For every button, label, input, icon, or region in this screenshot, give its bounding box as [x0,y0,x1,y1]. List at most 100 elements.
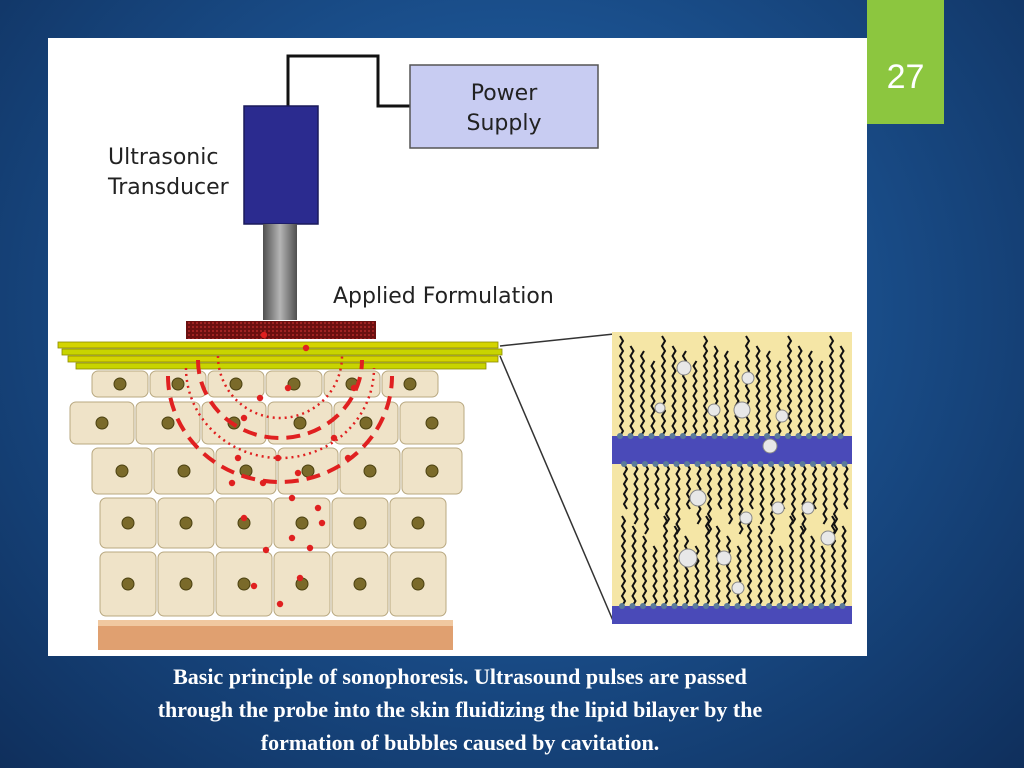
lipid-head [713,603,720,609]
lipid-head [785,433,791,439]
cell-nucleus [115,464,129,478]
lipid-head [755,603,762,609]
drug-particle [262,546,270,554]
cavitation-bubble [731,581,745,595]
lipid-tail [738,463,744,535]
lipid-head [829,603,835,609]
lipid-tail [662,515,669,607]
lipid-tail [618,335,625,437]
drug-particle [260,331,268,339]
protein-band-bottom [612,606,852,624]
cell-nucleus [425,416,439,430]
applied-formulation-label: Applied Formulation [333,284,554,309]
drug-particle [288,534,296,542]
drug-particle [228,479,236,487]
lipid-head [680,433,686,439]
lipid-head [650,603,657,609]
cell-nucleus [237,577,251,591]
cavitation-bubble [676,360,692,376]
drug-particle [288,494,296,502]
cell-nucleus [229,377,243,391]
lipid-head [648,433,655,439]
lipid-tail [776,360,782,437]
lipid-head [787,603,793,609]
lipid-tail [748,463,755,510]
cell-nucleus [121,516,135,530]
lipid-head [778,461,785,467]
lipid-tail [767,535,774,607]
lipid-tail [759,463,765,525]
lipid-head [619,603,625,609]
lipid-head [818,603,825,609]
drug-particle [294,469,302,477]
lipid-head [747,461,753,467]
lipid-tail [765,350,772,437]
lipid-tail [830,515,837,607]
lipid-head [841,461,848,467]
lipid-tail [683,535,690,607]
cavitation-bubble [820,530,836,546]
lipid-tail [713,345,719,437]
power-supply-box [409,64,599,149]
lipid-head [827,433,833,439]
lipid-head [839,603,846,609]
lipid-tail [809,535,816,607]
lipid-head [795,433,802,439]
lipid-tail [757,525,763,607]
lipid-bilayer-inset [612,332,852,624]
lipid-head [753,433,760,439]
sonophoresis-diagram: Power Supply Ultrasonic Transducer Appli… [57,54,852,650]
lipid-tail [727,463,734,525]
lipid-head [694,461,701,467]
power-supply-label-line1: Power [471,81,538,106]
cavitation-bubble [771,501,785,515]
lipid-head [766,603,772,609]
lipid-tail [828,335,835,437]
lipid-head [732,433,739,439]
lipid-tail [704,515,711,607]
lipid-tail [652,545,658,607]
lipid-head [774,433,781,439]
lipid-tail [822,463,828,525]
lipid-head [617,433,623,439]
lipid-head [711,433,718,439]
lipid-tail [755,345,761,437]
cavitation-bubble [762,438,778,454]
lipid-head [701,433,707,439]
lipid-head [768,461,774,467]
lipid-tail [639,350,646,437]
lipid-head [682,603,688,609]
lipid-tail [736,545,742,607]
lipid-head [757,461,764,467]
drug-particle [284,384,292,392]
lipid-tail [673,525,679,607]
lipid-tail [797,345,803,437]
figure-caption: Basic principle of sonophoresis. Ultraso… [60,660,860,759]
cell-nucleus [411,516,425,530]
caption-line-3: formation of bubbles caused by cavitatio… [260,730,660,755]
power-cable [286,54,412,110]
lipid-tail [622,463,629,510]
lipid-head [715,461,722,467]
lipid-head [776,603,783,609]
lipid-tail [725,535,732,607]
drug-particle [234,454,242,462]
lipid-tail [675,463,681,535]
cell-nucleus [295,516,309,530]
lipid-head [703,603,709,609]
lipid-head [673,461,680,467]
lipid-head [810,461,816,467]
cell-nucleus [411,577,425,591]
caption-line-1: Basic principle of sonophoresis. Ultraso… [173,664,747,689]
zoom-line-bottom [499,355,615,624]
protein-band-top [612,436,852,464]
lipid-tail [780,463,786,510]
cavitation-bubble [689,489,707,507]
lipid-tail [811,463,818,510]
lipid-head [671,603,678,609]
lipid-tail [664,463,671,525]
lipid-head [705,461,711,467]
transducer-label-line2: Transducer [107,175,230,200]
cavitation-bubble [739,511,753,525]
lipid-tail [620,515,627,607]
